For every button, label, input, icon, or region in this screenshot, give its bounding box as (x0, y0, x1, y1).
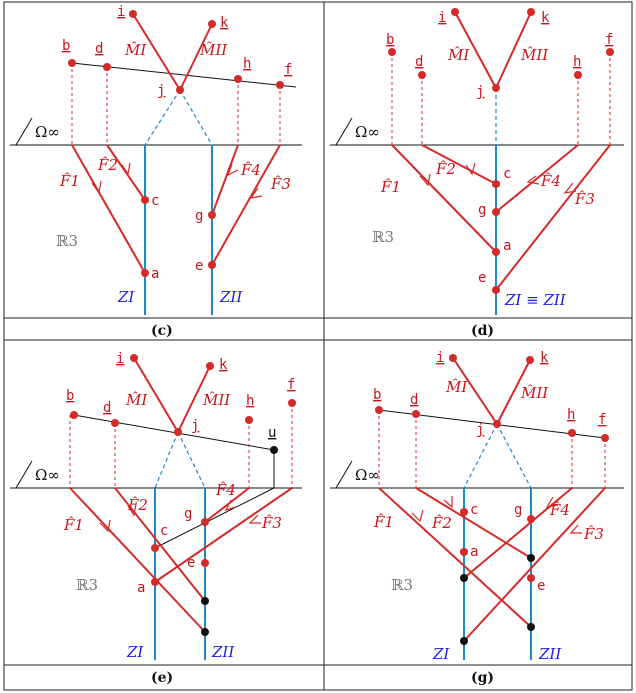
R3-label: ℝ3 (391, 576, 413, 594)
point-e-label: e (478, 270, 486, 286)
point-b-label: b (386, 32, 394, 48)
point-h-label: h (567, 407, 575, 423)
F1-label: F̂1 (63, 516, 84, 534)
panel-e: Ω∞ i k b (10, 351, 302, 686)
point-a-label: a (137, 580, 145, 596)
omega-label: Ω∞ (35, 123, 60, 141)
M-I-label: M̂I (124, 41, 147, 59)
M-I-label: M̂I (447, 46, 470, 64)
point-d-label: d (103, 400, 111, 416)
caption-e: (e) (151, 670, 173, 686)
figure-frame (3, 1, 633, 691)
F1-label: F̂1 (380, 178, 401, 196)
point-d-label: d (410, 392, 418, 408)
caption-g: (g) (471, 670, 494, 686)
point-f-label: f (605, 32, 613, 48)
point-b-label: b (373, 387, 381, 403)
point-j-label: j (476, 422, 484, 438)
point-g-label: g (478, 202, 486, 218)
point-f-label: f (287, 377, 295, 393)
point-e-label: e (537, 578, 545, 594)
point-j-label: j (476, 84, 484, 100)
point-i-label: i (436, 350, 444, 366)
F4-label: F̂4 (215, 481, 236, 499)
point-j-label: j (157, 83, 165, 99)
point-u-label: u (268, 425, 276, 441)
point-i-label: i (117, 4, 125, 20)
F2-label: F̂2 (127, 496, 148, 514)
point-i-label: i (116, 351, 124, 367)
point-a-label: a (503, 238, 511, 254)
R3-label: ℝ3 (372, 228, 394, 246)
F1-label: F̂1 (373, 513, 394, 531)
F3-label: F̂3 (261, 514, 282, 532)
Z-I-label: ZI (117, 288, 135, 306)
R3-label: ℝ3 (76, 576, 98, 594)
M-II-label: M̂II (199, 41, 228, 59)
F3-label: F̂3 (270, 175, 291, 193)
point-b-label: b (66, 388, 74, 404)
point-c-label: c (503, 166, 511, 182)
omega-label: Ω∞ (355, 466, 380, 484)
M-II-label: M̂II (520, 384, 549, 402)
F4-label: F̂4 (540, 172, 561, 190)
point-b-label: b (62, 38, 70, 54)
F3-label: F̂3 (583, 525, 604, 543)
point-a-label: a (151, 266, 159, 282)
point-e-label: e (195, 258, 203, 274)
M-II-label: M̂II (202, 391, 231, 409)
point-d-label: d (415, 54, 423, 70)
point-k-label: k (220, 15, 229, 31)
point-c-label: c (470, 502, 478, 518)
M-II-label: M̂II (520, 46, 549, 64)
point-k-label: k (540, 350, 549, 366)
point-g-label: g (514, 502, 522, 518)
point-h-label: h (246, 393, 254, 409)
point-c-label: c (151, 193, 159, 209)
F1-label: F̂1 (59, 172, 80, 190)
point-h-label: h (243, 56, 251, 72)
point-e-label: e (187, 555, 195, 571)
F4-label: F̂4 (549, 501, 570, 519)
point-d-label: d (95, 41, 103, 57)
F3-label: F̂3 (574, 190, 595, 208)
F2-label: F̂2 (431, 514, 452, 532)
Z-I-label: ZI (126, 643, 144, 661)
F2-label: F̂2 (435, 160, 456, 178)
M-I-label: M̂I (445, 378, 468, 396)
Z-II-label: ZII (219, 288, 243, 306)
Z-II-label: ZII (211, 643, 235, 661)
Z-I-equiv-Z-II-label: ZI ≡ ZII (504, 291, 567, 309)
panel-g: Ω∞ i k b d (330, 350, 624, 686)
Z-I-label: ZI (432, 645, 450, 663)
point-f-label: f (598, 412, 606, 428)
point-g-label: g (184, 506, 192, 522)
point-a-label: a (470, 544, 478, 560)
F4-label: F̂4 (240, 161, 261, 179)
Z-II-label: ZII (538, 645, 562, 663)
point-i-label: i (438, 10, 446, 26)
point-f-label: f (284, 62, 292, 78)
caption-c: (c) (151, 323, 173, 339)
point-k-label: k (219, 357, 228, 373)
panel-d: Ω∞ i k b d h f j M̂I M̂II (330, 8, 624, 339)
omega-label: Ω∞ (35, 466, 60, 484)
F2-label: F̂2 (97, 156, 118, 174)
point-j-label: j (191, 418, 199, 434)
omega-label: Ω∞ (355, 123, 380, 141)
point-g-label: g (195, 208, 203, 224)
M-I-label: M̂I (125, 391, 148, 409)
point-h-label: h (573, 54, 581, 70)
caption-d: (d) (471, 323, 494, 339)
panel-c: Ω∞ i (10, 4, 302, 339)
R3-label: ℝ3 (56, 232, 78, 250)
point-k-label: k (541, 10, 550, 26)
point-c-label: c (160, 523, 168, 539)
